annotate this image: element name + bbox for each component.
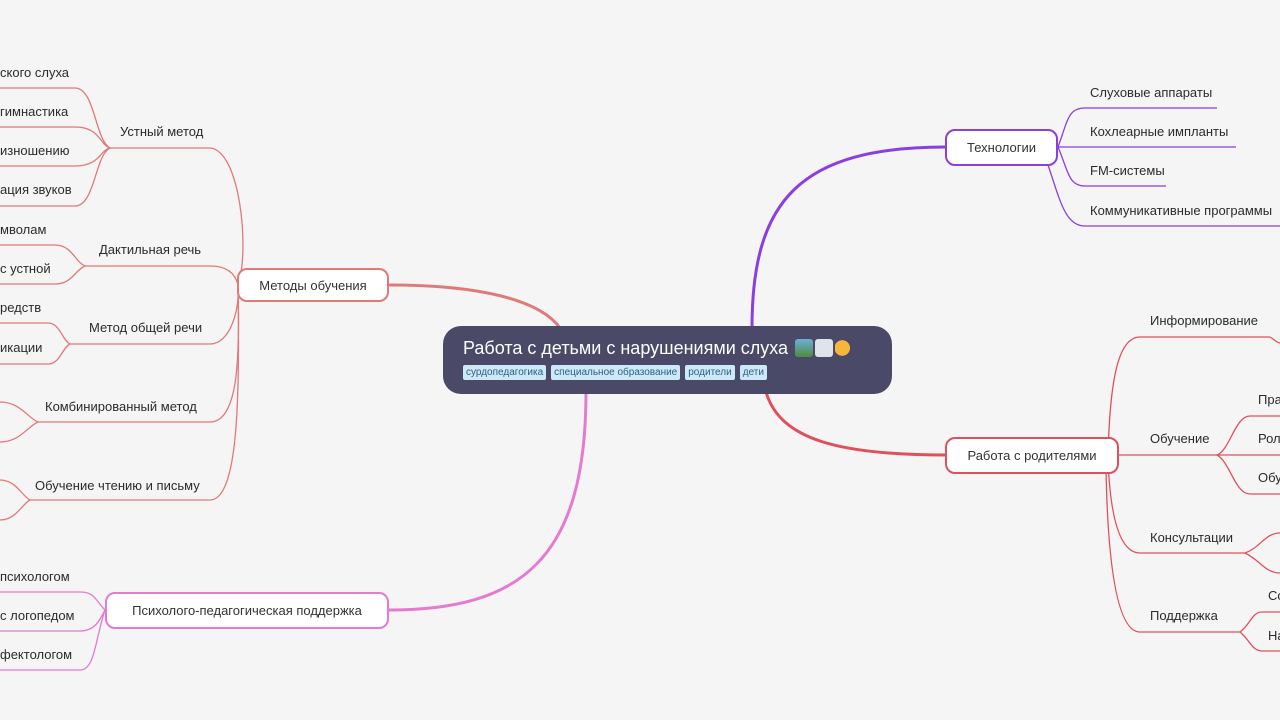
node-reading-writing[interactable]: Обучение чтению и письму [35, 478, 200, 493]
leaf-training-2[interactable]: Рол [1258, 431, 1280, 446]
tag[interactable]: сурдопедагогика [463, 365, 547, 380]
node-training[interactable]: Обучение [1150, 431, 1210, 446]
edge-training-3 [1216, 454, 1280, 495]
tag[interactable]: специальное образование [551, 365, 681, 380]
leaf-psupport-1[interactable]: Со [1268, 588, 1280, 603]
ear-emoji-icon [835, 339, 854, 357]
leaf-training-3[interactable]: Обу [1258, 470, 1280, 485]
edge-oral-2 [0, 126, 111, 149]
leaf-general-2[interactable]: икации [0, 340, 43, 355]
edge-root-tech [750, 145, 947, 329]
edge-general-2 [0, 343, 71, 365]
edge-consult-2 [1244, 552, 1280, 574]
edge-oral-1 [0, 87, 111, 149]
node-dactyl-speech[interactable]: Дактильная речь [99, 242, 202, 257]
root-title-row: Работа с детьми с нарушениями слуха [463, 336, 872, 360]
edge-root-methods [388, 283, 562, 329]
root-node[interactable]: Работа с детьми с нарушениями слуха сурд… [443, 326, 892, 394]
edge-psupport-1 [1239, 611, 1280, 633]
leaf-hearing-aids[interactable]: Слуховые аппараты [1090, 85, 1213, 100]
leaf-psupport-2[interactable]: На [1268, 628, 1280, 643]
leaf-communication-programs[interactable]: Коммуникативные программы [1090, 203, 1273, 218]
leaf-support-1[interactable]: психологом [0, 569, 70, 584]
edge-parents-consult [1107, 459, 1245, 554]
edge-general-1 [0, 322, 71, 345]
edge-dactyl-1 [0, 244, 86, 267]
node-parent-support[interactable]: Поддержка [1150, 608, 1218, 623]
node-consultations[interactable]: Консультации [1150, 530, 1234, 545]
edge-tech-1 [1057, 107, 1217, 148]
edge-support-3 [0, 609, 106, 671]
leaf-oral-3[interactable]: изношению [0, 143, 70, 158]
edge-reading-1 [0, 479, 31, 501]
leaf-training-1[interactable]: Пра [1258, 392, 1280, 407]
node-combined-method[interactable]: Комбинированный метод [45, 399, 197, 414]
teacher-emoji-icon [795, 339, 814, 357]
edge-root-parents [764, 391, 947, 457]
edge-parents-info [1107, 336, 1270, 456]
leaf-support-3[interactable]: фектологом [0, 647, 73, 662]
branch-parents[interactable]: Работа с родителями [945, 437, 1119, 474]
edge-support-1 [0, 591, 106, 611]
node-oral-method[interactable]: Устный метод [120, 124, 204, 139]
edge-tech-3 [1057, 146, 1166, 187]
tag[interactable]: дети [739, 365, 767, 380]
edge-methods-dactyl [85, 265, 239, 286]
edge-methods-reading [30, 284, 240, 501]
leaf-dactyl-1[interactable]: мволам [0, 222, 47, 237]
edge-info-leaf [1269, 336, 1280, 344]
edge-oral-4 [0, 147, 111, 207]
edge-dactyl-2 [0, 265, 86, 285]
branch-support[interactable]: Психолого-педагогическая поддержка [105, 592, 389, 629]
leaf-oral-4[interactable]: ация звуков [0, 182, 72, 197]
root-title: Работа с детьми с нарушениями слуха [463, 338, 789, 358]
node-informing[interactable]: Информирование [1150, 313, 1258, 328]
edge-psupport-2 [1239, 631, 1280, 652]
tag[interactable]: родители [685, 365, 735, 380]
edge-training-1 [1216, 415, 1280, 456]
edge-root-support [388, 391, 588, 612]
family-emoji-icon [815, 339, 834, 357]
root-tags: сурдопедагогика специальное образование … [463, 365, 872, 380]
leaf-support-2[interactable]: с логопедом [0, 608, 75, 623]
edge-combined-2 [0, 421, 39, 443]
leaf-cochlear-implants[interactable]: Кохлеарные импланты [1090, 124, 1229, 139]
edge-consult-1 [1244, 532, 1280, 554]
edge-reading-2 [0, 499, 31, 521]
leaf-oral-2[interactable]: гимнастика [0, 104, 69, 119]
edge-parents-support [1105, 469, 1240, 633]
leaf-general-1[interactable]: редств [0, 300, 42, 315]
leaf-dactyl-2[interactable]: с устной [0, 261, 51, 276]
edge-methods-oral [110, 147, 244, 286]
leaf-fm-systems[interactable]: FM-системы [1090, 163, 1165, 178]
branch-technologies[interactable]: Технологии [945, 129, 1058, 166]
leaf-oral-1[interactable]: ского слуха [0, 65, 70, 80]
branch-methods[interactable]: Методы обучения [237, 268, 389, 302]
node-general-speech[interactable]: Метод общей речи [89, 320, 203, 335]
edge-combined-1 [0, 401, 39, 423]
edge-tech-4 [1047, 164, 1280, 227]
